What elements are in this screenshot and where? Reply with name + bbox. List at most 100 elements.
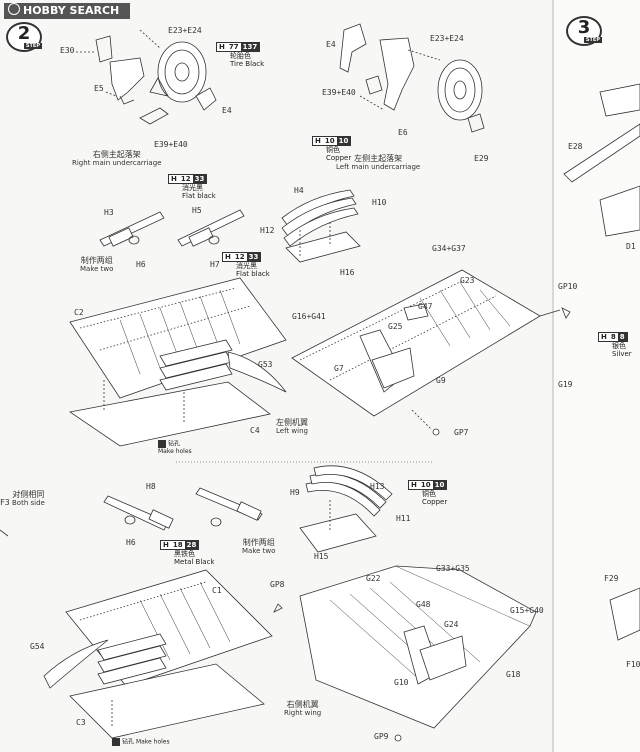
drill-note: 钻孔 Make holes bbox=[112, 738, 170, 746]
gun-assembly-drawing-b bbox=[103, 487, 263, 531]
sheet-divider bbox=[552, 0, 554, 752]
ammo-belt-drawing-a bbox=[281, 189, 361, 263]
part-label: G54 bbox=[30, 642, 45, 651]
part-label: G7 bbox=[334, 364, 344, 373]
part-label: D1 bbox=[626, 242, 636, 251]
part-label: H9 bbox=[290, 488, 300, 497]
part-label: E30 bbox=[60, 46, 75, 55]
part-label: C3 bbox=[76, 718, 86, 727]
part-label: G16+G41 bbox=[292, 312, 326, 321]
part-label: H4 bbox=[294, 186, 304, 195]
right-wing-panel-drawing bbox=[273, 565, 537, 742]
right-wing-drawing bbox=[43, 569, 273, 739]
ammo-belt-drawing-b bbox=[299, 465, 393, 553]
watermark-logo-icon bbox=[8, 3, 20, 15]
part-label: E4 bbox=[222, 106, 232, 115]
part-label: E5 bbox=[94, 84, 104, 93]
part-label: H6 bbox=[136, 260, 146, 269]
part-label: F3 bbox=[0, 498, 10, 507]
part-label: G9 bbox=[436, 376, 446, 385]
part-label: G22 bbox=[366, 574, 381, 583]
part-label: GP7 bbox=[454, 428, 469, 437]
drill-icon bbox=[112, 738, 120, 746]
part-label: H11 bbox=[396, 514, 411, 523]
part-label: F29 bbox=[604, 574, 619, 583]
step-number: 3 bbox=[577, 17, 591, 38]
part-label: G53 bbox=[258, 360, 273, 369]
part-label: H7 bbox=[210, 260, 220, 269]
watermark-text: HOBBY SEARCH bbox=[23, 4, 120, 17]
part-label: G34+G37 bbox=[432, 244, 466, 253]
part-label: E23+E24 bbox=[168, 26, 202, 35]
part-label: H10 bbox=[372, 198, 387, 207]
part-label: E29 bbox=[474, 154, 489, 163]
part-label: G33+G35 bbox=[436, 564, 470, 573]
part-label: H16 bbox=[340, 268, 355, 277]
part-label: H3 bbox=[104, 208, 114, 217]
left-undercarriage-drawing bbox=[339, 23, 485, 133]
part-label: G10 bbox=[394, 678, 409, 687]
part-label: G23 bbox=[460, 276, 475, 285]
part-label: G15+G40 bbox=[510, 606, 544, 615]
step-label: STEP bbox=[583, 37, 602, 43]
next-page-drawing bbox=[563, 83, 640, 641]
part-label: E4 bbox=[326, 40, 336, 49]
part-label: G48 bbox=[416, 600, 431, 609]
part-label: E39+E40 bbox=[322, 88, 356, 97]
part-label: C2 bbox=[74, 308, 84, 317]
part-label: GP9 bbox=[374, 732, 389, 741]
part-label: C1 bbox=[212, 586, 222, 595]
part-label: H15 bbox=[314, 552, 329, 561]
left-wing-drawing bbox=[68, 277, 287, 447]
part-label: E28 bbox=[568, 142, 583, 151]
part-label: H5 bbox=[192, 206, 202, 215]
part-label: G47 bbox=[418, 302, 433, 311]
part-label: F10 bbox=[626, 660, 640, 669]
part-label: GP10 bbox=[558, 282, 578, 291]
part-label: GP8 bbox=[270, 580, 285, 589]
part-label: E39+E40 bbox=[154, 140, 188, 149]
drill-icon bbox=[158, 440, 166, 448]
step-number: 2 bbox=[17, 23, 31, 44]
part-label: G19 bbox=[558, 380, 573, 389]
part-label: H8 bbox=[146, 482, 156, 491]
part-label: G24 bbox=[444, 620, 459, 629]
part-label: H6 bbox=[126, 538, 136, 547]
part-label: H13 bbox=[370, 482, 385, 491]
part-label: E23+E24 bbox=[430, 34, 464, 43]
part-label: E6 bbox=[398, 128, 408, 137]
part-label: H12 bbox=[260, 226, 275, 235]
left-wing-panel-drawing bbox=[291, 269, 571, 436]
part-label: C4 bbox=[250, 426, 260, 435]
part-label: G25 bbox=[388, 322, 403, 331]
hobby-search-watermark: HOBBY SEARCH bbox=[4, 3, 130, 19]
right-undercarriage-drawing bbox=[76, 29, 217, 125]
gun-assembly-drawing-a bbox=[99, 209, 245, 247]
part-label: G18 bbox=[506, 670, 521, 679]
